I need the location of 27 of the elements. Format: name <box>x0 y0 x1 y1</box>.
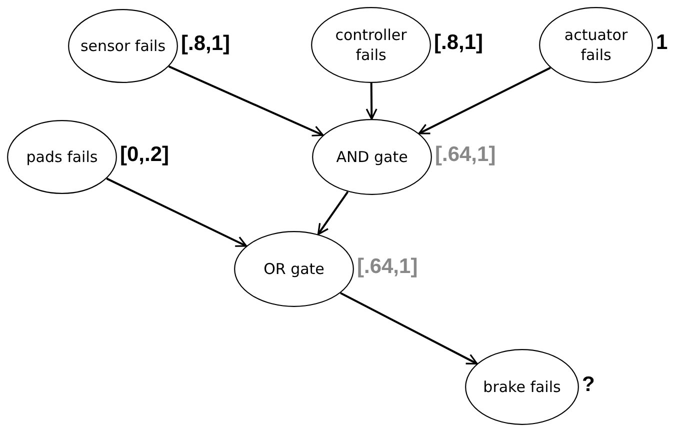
event-ellipse <box>312 119 432 195</box>
arrow <box>168 66 324 136</box>
arrow <box>106 178 248 247</box>
event-label: OR gate <box>262 258 326 280</box>
arrow <box>317 191 349 236</box>
arrow <box>366 83 378 120</box>
event-ellipse <box>539 7 653 83</box>
arrow <box>340 292 478 365</box>
event-label: actuator fails <box>563 24 629 66</box>
event-label: controller fails <box>334 24 408 66</box>
probability-label: [0,.2] <box>120 143 170 167</box>
probability-label: [.64,1] <box>435 143 496 167</box>
event-label: brake fails <box>482 376 562 398</box>
event-ellipse <box>465 349 579 425</box>
probability-label: ? <box>582 373 595 397</box>
event-label: AND gate <box>335 146 409 168</box>
event-ellipse <box>68 9 178 83</box>
event-label: sensor fails <box>79 36 167 56</box>
arrow <box>418 66 551 134</box>
event-label: pads fails <box>25 146 99 168</box>
probability-label: [.8,1] <box>434 31 484 55</box>
probability-label: [.64,1] <box>357 255 418 279</box>
event-ellipse <box>234 231 354 307</box>
probability-label: 1 <box>656 31 668 55</box>
event-ellipse <box>7 120 117 194</box>
event-ellipse <box>311 7 431 83</box>
probability-label: [.8,1] <box>181 32 230 56</box>
